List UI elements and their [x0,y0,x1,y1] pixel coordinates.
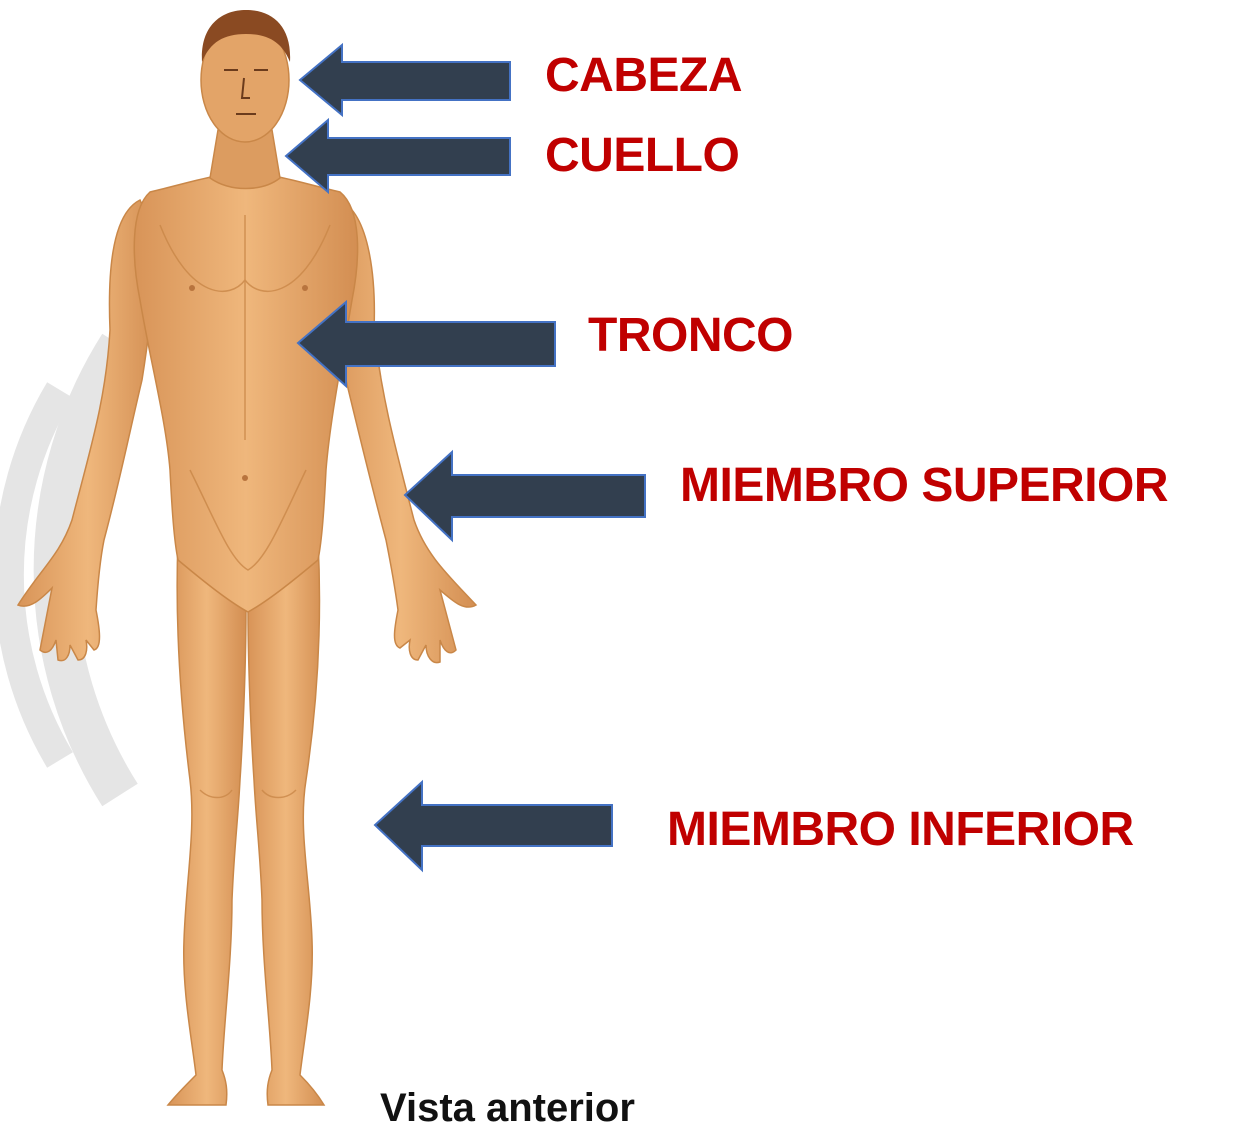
label-miembro-inferior: MIEMBRO INFERIOR [667,803,1134,856]
label-miembro-superior: MIEMBRO SUPERIOR [680,459,1169,512]
label-cabeza: CABEZA [545,49,743,102]
caption: Vista anterior [380,1086,635,1130]
navel [242,475,248,481]
arrow-miembro-inferior [373,779,613,873]
neck [209,129,281,190]
right-leg [247,538,326,1106]
arrow-cuello [284,117,511,195]
left-nipple [189,285,195,291]
hair [201,10,291,62]
arrow-miembro-superior [403,449,646,543]
right-nipple [302,285,308,291]
body-contours [159,215,331,799]
face-details [224,69,268,115]
human-body-figure [16,10,478,1106]
label-tronco: TRONCO [588,309,793,362]
left-leg [166,538,247,1106]
arrow-cabeza [298,42,511,118]
right-arm [325,198,478,664]
arrows [284,42,646,873]
left-arm [16,198,159,662]
label-cuello: CUELLO [545,129,740,182]
arrow-tronco [296,299,556,389]
